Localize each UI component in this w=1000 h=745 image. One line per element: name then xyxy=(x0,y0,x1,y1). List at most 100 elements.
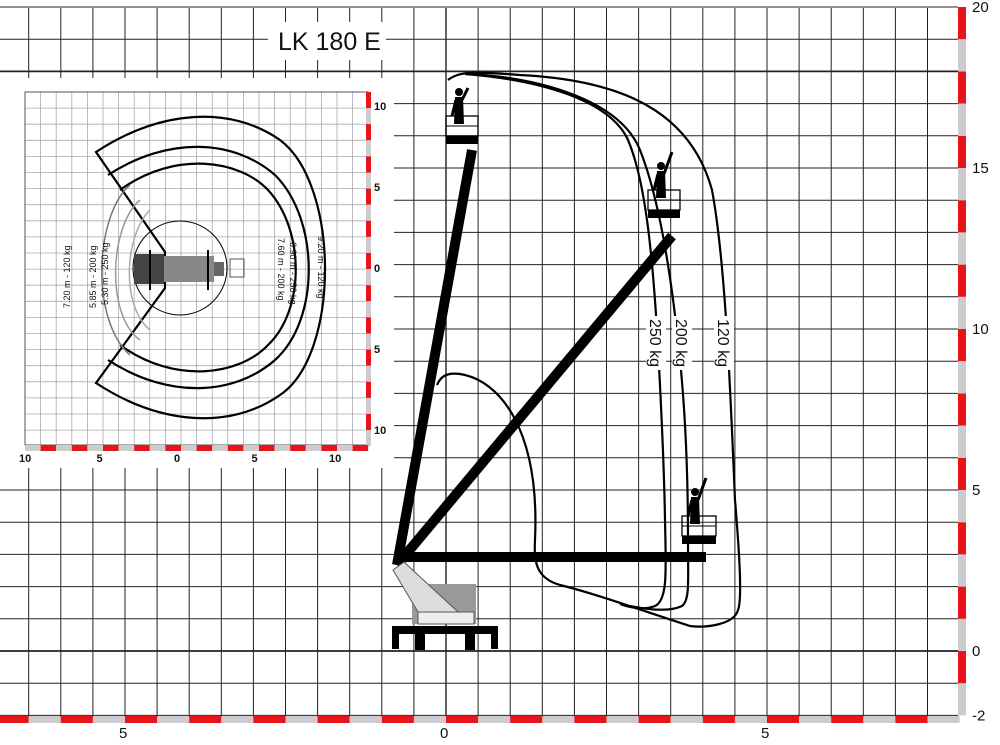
inset-left-label-1: 7.20 m - 120 kg xyxy=(62,245,72,308)
bottom-scale-segment xyxy=(670,716,703,723)
right-scale-segment xyxy=(958,71,966,104)
inset-right-seg xyxy=(366,397,371,414)
envelope-120kg xyxy=(435,71,742,628)
machine-base xyxy=(392,561,498,650)
inset-bottom-seg xyxy=(118,445,135,451)
bottom-scale-segment xyxy=(510,716,543,723)
inset-right-seg xyxy=(366,349,371,366)
inset-right-seg xyxy=(366,124,371,141)
right-scale-segment xyxy=(958,425,966,458)
bottom-scale-segment xyxy=(60,716,93,723)
inset-bottom-scale: 10 5 0 5 10 xyxy=(19,445,369,465)
inset-arcs xyxy=(94,115,327,420)
bottom-scale-segment xyxy=(927,716,960,723)
inset-bottom-seg xyxy=(196,445,213,451)
y-tick-label: -2 xyxy=(972,707,985,724)
inset-right-seg xyxy=(366,430,371,447)
inset-right-seg xyxy=(366,92,371,109)
bottom-scale-segment xyxy=(221,716,254,723)
inset-bottom-seg xyxy=(71,445,88,451)
label-bg-250 xyxy=(646,316,666,370)
bottom-scale-segment xyxy=(349,716,382,723)
inset-right-seg xyxy=(366,188,371,205)
chassis xyxy=(392,626,498,634)
label-250kg: 250 kg xyxy=(646,319,663,367)
bottom-scale-segment xyxy=(638,716,671,723)
inset-bottom-seg xyxy=(134,445,150,451)
right-scale-segment xyxy=(958,103,966,136)
bottom-scale-segment xyxy=(125,716,158,723)
inset-right-seg xyxy=(366,204,371,221)
inset-x-tick-label: 10 xyxy=(329,453,341,465)
bottom-scale-segment xyxy=(157,716,190,723)
inset-bottom-seg xyxy=(181,445,197,451)
inset-arc-gray-1 xyxy=(101,184,131,356)
x-tick-label: 0 xyxy=(440,725,448,742)
right-scale-segment xyxy=(958,457,966,490)
inset-bottom-seg xyxy=(103,445,119,451)
bottom-scale-segment xyxy=(189,716,222,723)
wheel-left xyxy=(415,630,425,650)
right-scale-segment xyxy=(958,554,966,587)
inset-bottom-seg xyxy=(290,445,306,451)
envelope-250kg xyxy=(464,72,667,610)
inset-right-seg xyxy=(366,269,371,286)
boom-positions xyxy=(392,149,706,569)
inset-bottom-seg xyxy=(40,445,57,451)
inset-right-seg xyxy=(366,301,371,318)
bottom-scale-segment xyxy=(0,716,29,723)
right-scale-segment xyxy=(958,232,966,265)
inset-bottom-seg xyxy=(243,445,259,451)
bottom-scale-segment xyxy=(446,716,479,723)
title-background xyxy=(268,22,386,60)
right-scale-segment xyxy=(958,683,966,716)
right-scale-segment xyxy=(958,618,966,651)
bottom-scale-segment xyxy=(574,716,607,723)
bottom-scale-segment xyxy=(863,716,896,723)
label-bg-120 xyxy=(714,316,734,370)
inset-arc-inner xyxy=(119,162,297,373)
inset-bottom-seg xyxy=(227,445,244,451)
inset-left-label-2: 5.85 m - 200 kg xyxy=(88,245,98,308)
inset-right-seg xyxy=(366,381,371,398)
label-200kg: 200 kg xyxy=(672,319,689,367)
right-scale-segment xyxy=(958,361,966,394)
right-scale-segment xyxy=(958,39,966,72)
y-tick-label: 10 xyxy=(972,321,989,338)
inset-bottom-seg xyxy=(149,445,166,451)
inset-right-seg xyxy=(366,172,371,189)
bottom-scale-segment xyxy=(28,716,61,723)
inset-bottom-seg xyxy=(259,445,275,451)
inset-grid xyxy=(24,91,369,446)
platforms xyxy=(445,87,717,544)
bottom-scale-segment xyxy=(895,716,928,723)
bottom-scale-segment xyxy=(92,716,125,723)
inset-x-tick-label: 5 xyxy=(97,453,103,465)
label-bg-200 xyxy=(672,316,692,370)
inset-right-seg xyxy=(366,414,371,431)
right-scale-segment xyxy=(958,329,966,362)
bottom-scale-segment xyxy=(799,716,832,723)
inset-x-tick-label: 10 xyxy=(19,453,31,465)
inset-center-circle xyxy=(132,220,228,316)
inset-arc-mid xyxy=(107,145,310,390)
bottom-scale-segment xyxy=(317,716,350,723)
y-tick-label: 0 xyxy=(972,643,980,660)
y-tick-label: 20 xyxy=(972,0,989,16)
inset-bottom-seg xyxy=(165,445,181,451)
bottom-scale-segment xyxy=(734,716,767,723)
inset-bottom-seg xyxy=(352,445,369,451)
right-scale-segment xyxy=(958,490,966,523)
inset-x-tick-label: 0 xyxy=(174,453,180,465)
right-scale-segment xyxy=(958,586,966,619)
platform-top xyxy=(445,87,479,144)
inset-bottom-seg xyxy=(321,445,337,451)
inset-right-seg xyxy=(366,253,371,270)
inset-arc-gray-2 xyxy=(114,199,141,341)
platform-mid xyxy=(647,151,681,218)
inset-x-tick-label: 5 xyxy=(252,453,258,465)
bottom-scale-segment xyxy=(542,716,575,723)
right-scale-segment xyxy=(958,393,966,426)
inset-y-tick-label: 10 xyxy=(374,425,386,437)
